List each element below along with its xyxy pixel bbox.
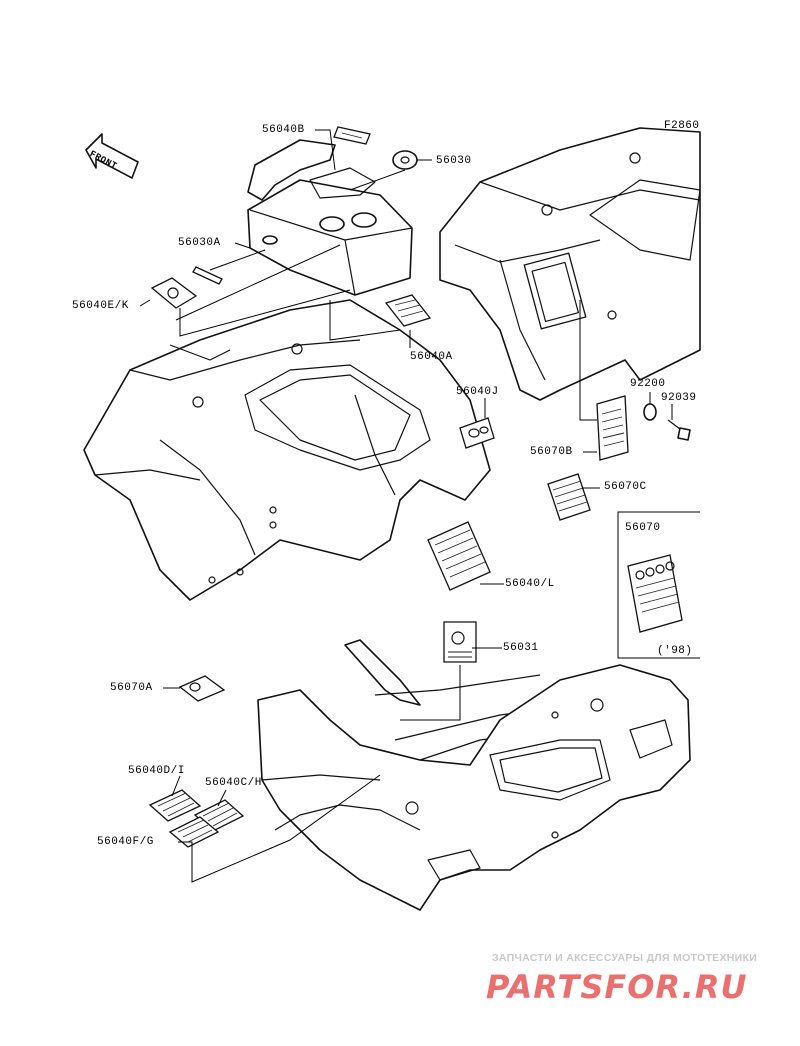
- part-label-56070[interactable]: 56070: [625, 522, 661, 534]
- front-fender-right-part: [439, 127, 701, 401]
- part-label-56040a[interactable]: 56040A: [410, 351, 453, 363]
- part-label-92039[interactable]: 92039: [661, 392, 697, 404]
- front-fender-main-part: [83, 299, 491, 601]
- label-56031: [443, 621, 477, 663]
- decal-56040b: [333, 126, 371, 145]
- label-56040-l: [427, 521, 491, 591]
- front-arrow-icon: [85, 133, 139, 179]
- decal-56040e-k: [150, 277, 198, 309]
- watermark-tagline: ЗАПЧАСТИ И АКСЕССУАРЫ ДЛЯ МОТОТЕХНИКИ: [492, 952, 758, 964]
- inset-box-56070: [617, 511, 700, 659]
- part-label-56070c[interactable]: 56070C: [604, 481, 647, 493]
- part-label-56070b[interactable]: 56070B: [530, 446, 573, 458]
- part-label-56040-l[interactable]: 56040/L: [505, 578, 555, 590]
- decal-56040a: [384, 294, 432, 327]
- decal-56040d-i: [148, 789, 202, 822]
- label-56070c: [547, 473, 591, 521]
- cover-bracket-part: [247, 139, 376, 201]
- part-label-56040f-g[interactable]: 56040F/G: [97, 836, 154, 848]
- bolt-92039: [667, 419, 691, 441]
- label-56070a: [178, 675, 226, 702]
- part-label-56030a[interactable]: 56030A: [178, 237, 221, 249]
- part-label-56031[interactable]: 56031: [503, 642, 539, 654]
- strip-56030a: [192, 266, 223, 285]
- part-label-56040e-k[interactable]: 56040E/K: [72, 300, 129, 312]
- part-label-56070a[interactable]: 56070A: [110, 682, 153, 694]
- part-label-56040c-h[interactable]: 56040C/H: [205, 777, 262, 789]
- part-label-56040j[interactable]: 56040J: [456, 386, 499, 398]
- leader-lines: [139, 129, 673, 883]
- decal-56040j: [459, 417, 495, 449]
- part-label-56030[interactable]: 56030: [436, 155, 472, 167]
- part-label-56040d-i[interactable]: 56040D/I: [128, 765, 185, 777]
- watermark-logo: PARTSFOR.RU: [486, 968, 748, 1006]
- meter-cover-part: [247, 179, 413, 296]
- washer-92200: [643, 403, 657, 421]
- washer-56030: [392, 150, 418, 170]
- inset-year-note: ('98): [657, 645, 693, 657]
- rear-fender-part: [257, 664, 691, 911]
- part-label-56040b[interactable]: 56040B: [262, 124, 305, 136]
- part-label-92200[interactable]: 92200: [630, 378, 666, 390]
- label-56070b: [596, 395, 629, 461]
- diagram-code: F2860: [664, 120, 700, 132]
